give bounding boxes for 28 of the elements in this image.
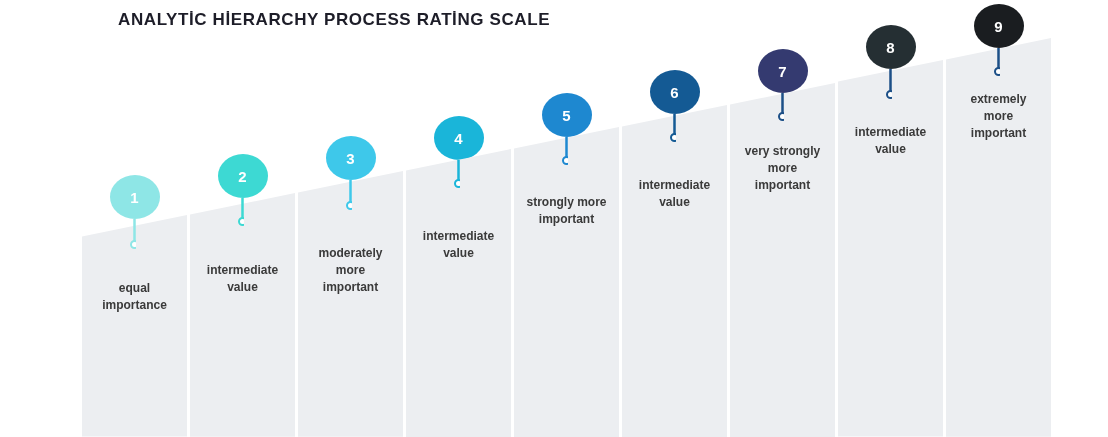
- number-circle: 2: [217, 154, 268, 198]
- pin-stem: [670, 114, 679, 142]
- scale-description: intermediate value: [853, 124, 928, 158]
- pin-stem: [346, 180, 355, 210]
- pin-stem: [454, 160, 463, 188]
- number-circle: 8: [865, 25, 916, 69]
- pin-stem: [994, 48, 1003, 76]
- pin-stem: [562, 137, 571, 165]
- scale-description: extremely more important: [969, 91, 1028, 142]
- number-circle: 5: [541, 93, 592, 137]
- title: ANALYTİC HİERARCHY PROCESS RATİNG SCALE: [118, 10, 551, 30]
- number-circle: 3: [325, 136, 376, 180]
- scale-description: equal importance: [101, 280, 168, 314]
- pin-stem: [130, 219, 139, 249]
- number-circle: 9: [973, 4, 1024, 48]
- number-circle: 6: [649, 70, 700, 114]
- pin-stem: [886, 69, 895, 99]
- scale-description: moderately more important: [317, 245, 384, 296]
- scale-description: intermediate value: [421, 228, 496, 262]
- scale-description: very strongly more important: [743, 143, 822, 194]
- number-circle: 1: [109, 175, 160, 219]
- pin-stem: [238, 198, 247, 226]
- pin-stem: [778, 93, 787, 121]
- number-circle: 7: [757, 49, 808, 93]
- scale-description: strongly more important: [525, 194, 608, 228]
- scale-description: intermediate value: [637, 177, 712, 211]
- number-circle: 4: [433, 116, 484, 160]
- scale-description: intermediate value: [205, 262, 280, 296]
